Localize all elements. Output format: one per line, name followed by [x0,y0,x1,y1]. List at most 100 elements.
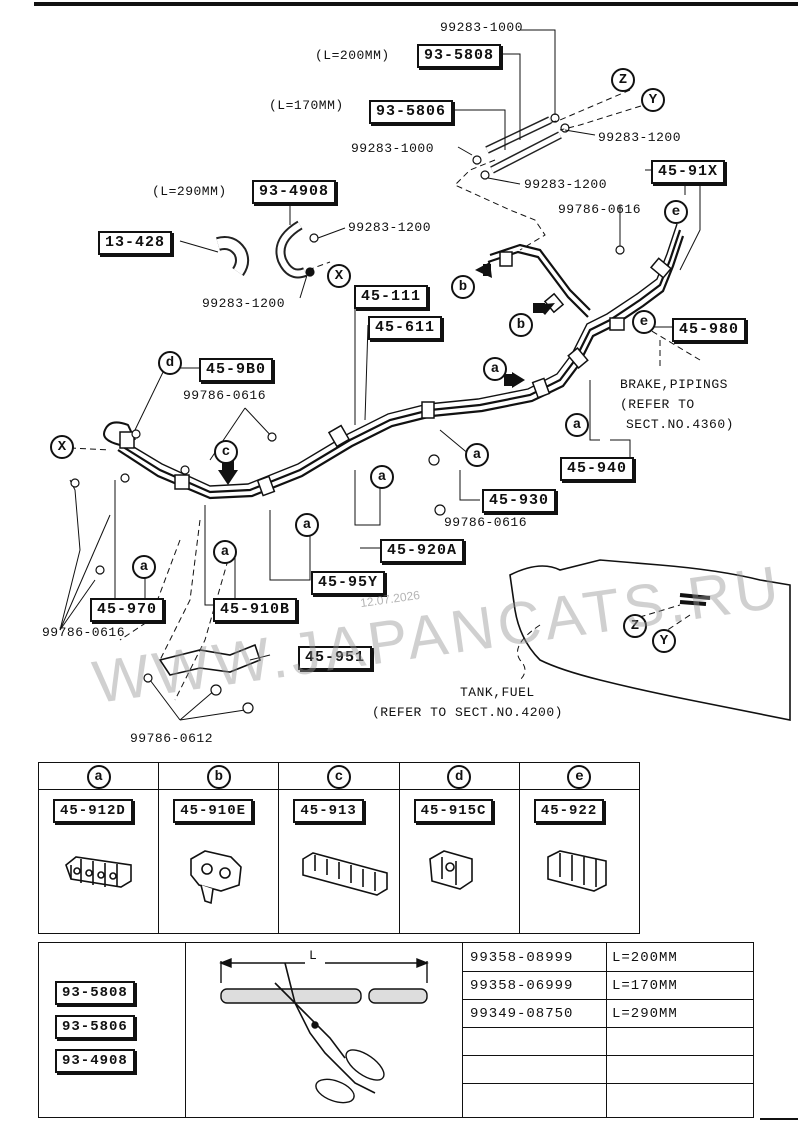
part-45-91X: 45-91X [651,160,726,184]
part-93-4908: 93-4908 [252,180,337,204]
clip-key: a [86,765,111,789]
fastener-99786-0612: 99786-0612 [130,731,214,746]
fastener-99283-1200-a: 99283-1200 [598,130,682,145]
hose-row [462,1055,753,1084]
part-45-940: 45-940 [560,457,635,481]
arrow-a [512,372,525,388]
note-brake-line2: (REFER TO [620,397,695,412]
callout-a-1: a [483,357,507,381]
arrow-c [218,470,238,485]
callout-Z-2: Z [623,614,647,638]
fastener-99786-0616-c: 99786-0616 [444,515,528,530]
hose-part-list: 93-5808 93-5806 93-4908 [39,943,186,1117]
hose-long-piece [220,988,362,1004]
fastener-99283-1200-b: 99283-1200 [524,177,608,192]
callout-a-2: a [565,413,589,437]
clip-45-922-icon [547,850,607,892]
note-tank-line2: (REFER TO SECT.NO.4200) [372,705,563,720]
callout-e-1: e [664,200,688,224]
clip-cell-e: e 45-922 [519,763,640,933]
part-45-951: 45-951 [298,646,373,670]
dashed-to-X-left [69,447,111,451]
scissors-handle-2 [315,1078,355,1104]
clip-45-912D-icon [65,856,132,888]
clip-part-number: 45-915C [413,799,494,823]
fuel-pipe-main [119,229,682,494]
bracket-45-951 [158,643,261,676]
clip-cell-c: c 45-913 [279,763,400,933]
fastener-99786-0616-a: 99786-0616 [558,202,642,217]
clip-part-number: 45-922 [533,799,605,823]
part-45-111: 45-111 [354,285,429,309]
clip-part-number: 45-912D [53,799,133,823]
callout-a-6: a [213,540,237,564]
callout-a-5: a [295,513,319,537]
fastener-99283-1000-a: 99283-1000 [440,20,524,35]
length-label-200: (L=200MM) [315,48,390,63]
callout-a-7: a [132,555,156,579]
fastener-99786-0616-b: 99786-0616 [183,388,267,403]
hose-cutting-illustration: L [185,943,463,1117]
callout-X-1: X [327,264,351,288]
clip-key: c [327,765,351,789]
top-rule [34,2,798,6]
callout-Y-2: Y [652,629,676,653]
clip-cell-d: d 45-915C [399,763,520,933]
clip-part-number: 45-910E [173,799,254,823]
callout-a-3: a [465,443,489,467]
part-45-9B0: 45-9B0 [199,358,274,382]
hose-part-93-4908: 93-4908 [55,1049,135,1073]
fastener-99283-1000-b: 99283-1000 [351,141,435,156]
part-45-95Y: 45-95Y [311,571,386,595]
hose-cut-drawing [219,957,429,1104]
length-label-170: (L=170MM) [269,98,344,113]
note-brake-line1: BRAKE,PIPINGS [620,377,728,392]
part-45-980: 45-980 [672,318,747,342]
bottom-rule [760,1118,798,1120]
part-45-611: 45-611 [368,316,443,340]
hose-part-93-5806: 93-5806 [55,1015,135,1039]
clip-table: a 45-912D b 45-910E c 45-913 [38,762,640,934]
callout-Z-1: Z [611,68,635,92]
part-45-970: 45-970 [90,598,165,622]
part-93-5806: 93-5806 [369,100,454,124]
part-45-930: 45-930 [482,489,557,513]
callout-d: d [158,351,182,375]
clip-key: e [567,765,592,789]
callout-Y-1: Y [641,88,665,112]
callout-a-4: a [370,465,394,489]
hose-row [462,1027,753,1056]
note-tank-line1: TANK,FUEL [460,685,535,700]
clip-key: b [206,765,231,789]
clip-45-910E-icon [190,850,243,905]
hose-part-93-5808: 93-5808 [55,981,135,1005]
callout-X-2: X [50,435,74,459]
clip-part-number: 45-913 [293,799,364,823]
clip-cell-b: b 45-910E [159,763,280,933]
part-45-920A: 45-920A [380,539,465,563]
callout-b-2: b [509,313,533,337]
callout-e-2: e [632,310,656,334]
fastener-99283-1200-c: 99283-1200 [348,220,432,235]
clip-cell-a: a 45-912D [39,763,160,933]
note-brake-line3: SECT.NO.4360) [626,417,734,432]
length-symbol: L [309,948,318,963]
fastener-99786-0616-d: 99786-0616 [42,625,126,640]
callout-b-1: b [451,275,475,299]
part-13-428: 13-428 [98,231,173,255]
hose-row [462,1083,753,1117]
clip-key: d [447,765,472,789]
scissors-handle-1 [345,1049,385,1081]
fuel-tank-outline [509,559,791,721]
length-label-290: (L=290MM) [152,184,227,199]
hose-short-piece [368,988,428,1004]
clip-45-915C-icon [428,850,473,890]
clip-45-913-icon [302,852,389,896]
fastener-99283-1200-d: 99283-1200 [202,296,286,311]
part-93-5808: 93-5808 [417,44,502,68]
callout-c: c [214,440,238,464]
